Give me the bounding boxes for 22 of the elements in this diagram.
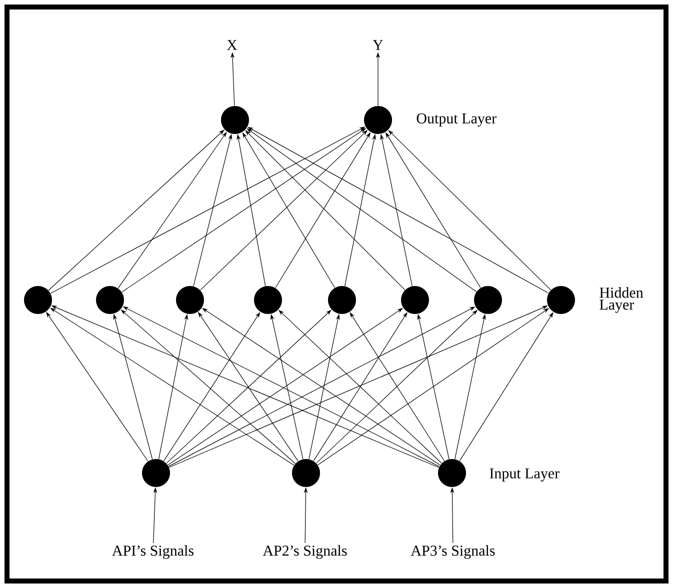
signal-label: Y: [372, 40, 384, 50]
neuron-circle: [221, 106, 249, 134]
neuron-circle: [254, 286, 282, 314]
neuron-circle: [438, 458, 466, 487]
neuron-circle: [142, 458, 170, 487]
neuron-circle: [176, 286, 204, 314]
layer-label: Output Layer: [416, 113, 496, 127]
neuron-circle: [24, 286, 52, 314]
neuron-circle: [474, 286, 502, 314]
signal-label: X: [226, 40, 238, 50]
signal-label: AP2’s Signals: [262, 545, 347, 559]
layer-label: Hidden Layer: [600, 287, 644, 313]
neuron-circle: [547, 286, 575, 314]
neuron-circle: [96, 286, 124, 314]
arrow: [245, 130, 406, 290]
signal-label: AP3’s Signals: [410, 545, 495, 559]
layer-label: Input Layer: [490, 468, 560, 482]
neuron-circle: [401, 286, 429, 314]
neuron-circle: [292, 458, 320, 487]
neuron-circle: [364, 106, 392, 134]
neuron-circle: [328, 286, 356, 314]
signal-label: API’s Signals: [112, 545, 194, 559]
